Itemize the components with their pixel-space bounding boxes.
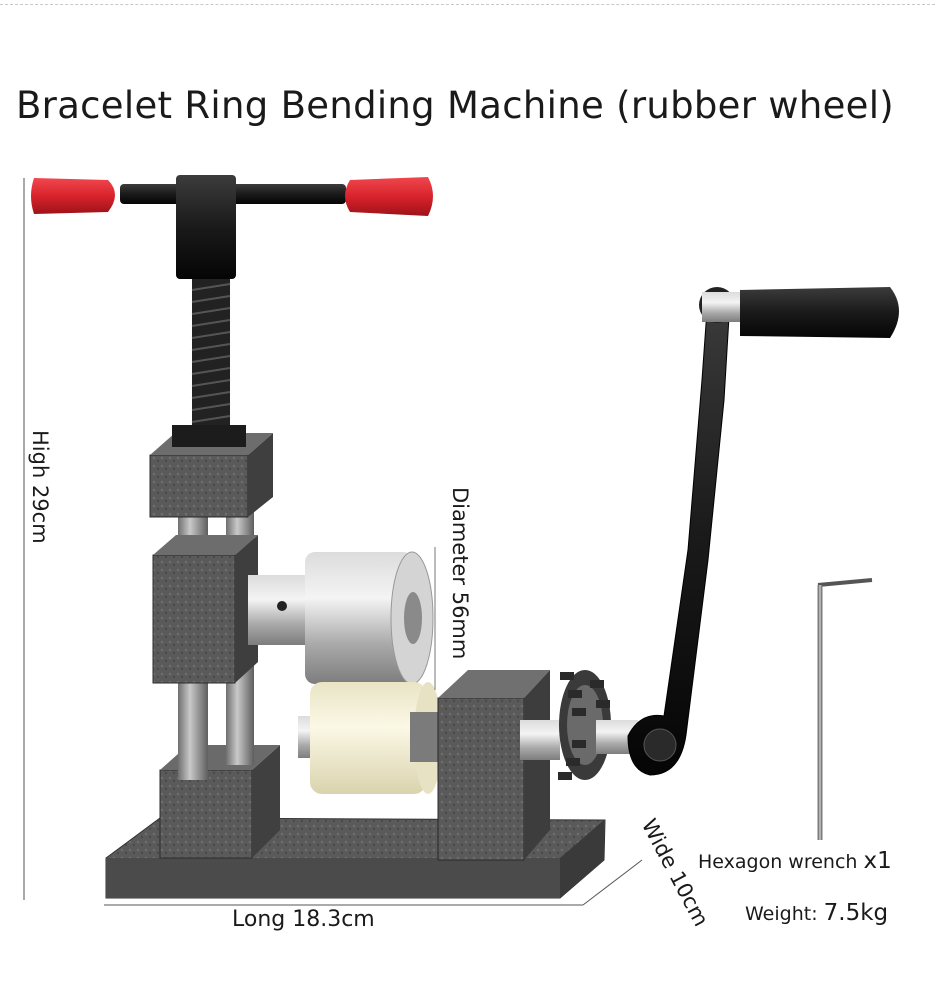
- accessory-name: Hexagon wrench: [698, 851, 864, 873]
- width-dimension-line: [582, 859, 643, 906]
- height-label: High 29cm: [28, 430, 52, 544]
- weight-value: 7.5kg: [823, 900, 889, 926]
- length-label: Long 18.3cm: [232, 907, 375, 932]
- weight-label: Weight: 7.5kg: [745, 900, 888, 926]
- rubber-wheel: [298, 682, 455, 794]
- weight-caption: Weight:: [745, 903, 824, 925]
- accessory-label: Hexagon wrench x1: [698, 848, 892, 874]
- accessory-quantity: x1: [863, 848, 892, 874]
- chain-sprocket: [520, 670, 638, 780]
- slider-block: [152, 535, 258, 684]
- top-divider: [0, 4, 935, 5]
- diameter-label: Diameter 56mm: [448, 487, 472, 660]
- steel-wheel: [248, 551, 434, 685]
- crank-arm: [627, 287, 899, 776]
- product-title: Bracelet Ring Bending Machine (rubber wh…: [16, 84, 895, 127]
- hex-wrench: [817, 578, 873, 840]
- lead-screw: [172, 275, 246, 447]
- drive-block: [437, 670, 550, 861]
- t-handle: [31, 175, 433, 279]
